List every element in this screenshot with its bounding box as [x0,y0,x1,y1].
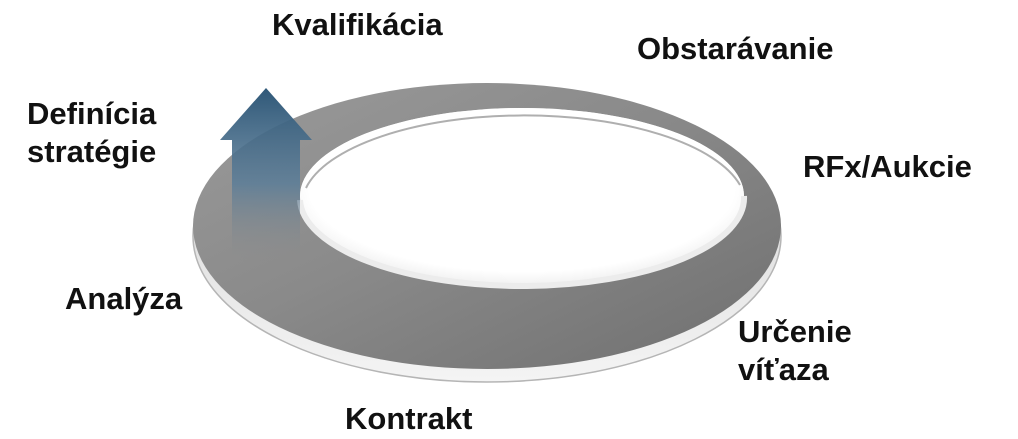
stage-label-definicia-strategie: Definícia stratégie [27,96,157,169]
ring-hole [300,108,744,284]
up-arrow-icon [220,88,312,262]
stage-label-obstaravanie: Obstarávanie [637,31,834,66]
stage-label-kontrakt: Kontrakt [345,401,473,436]
stage-label-analyza: Analýza [65,281,183,316]
stage-label-kvalifikacia: Kvalifikácia [272,7,443,42]
stage-label-rfx-aukcie: RFx/Aukcie [803,149,972,184]
stage-label-urcenie-vitaza: Určenie víťaza [738,314,852,387]
